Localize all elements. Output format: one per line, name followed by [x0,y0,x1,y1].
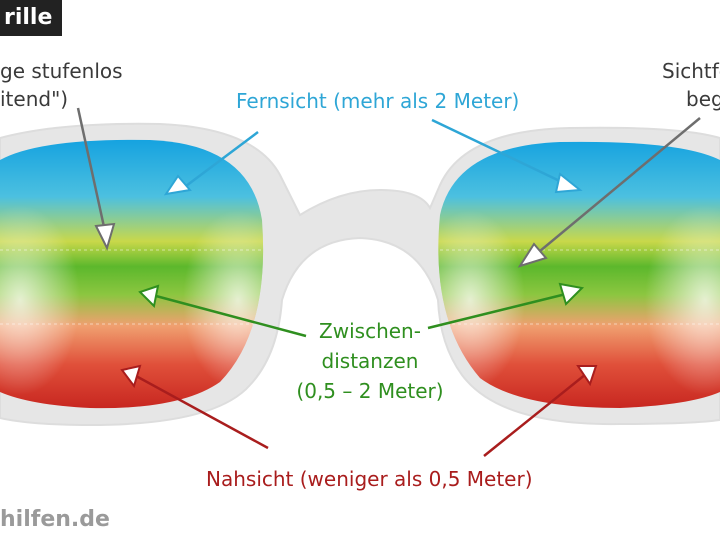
mid-label-line3: (0,5 – 2 Meter) [296,379,444,403]
near-arrows [120,364,598,457]
annotation-right-line2: beg [686,87,720,111]
annotation-left-line1: ge stufenlos [0,59,123,83]
far-arrows [163,118,583,196]
left-lens [0,139,264,409]
mid-arrows [138,282,585,338]
mid-label-line1: Zwischen- [319,319,421,343]
annotation-left-line2: itend") [0,87,69,111]
far-label: Fernsicht (mehr als 2 Meter) [236,89,520,113]
near-label: Nahsicht (weniger als 0,5 Meter) [206,467,533,491]
title-tag: rille [0,0,63,36]
footer-source: hilfen.de [0,507,110,532]
gray-arrows [76,107,701,268]
annotation-right-line1: Sichtfe [662,59,720,83]
mid-label-line2: distanzen [321,349,419,373]
